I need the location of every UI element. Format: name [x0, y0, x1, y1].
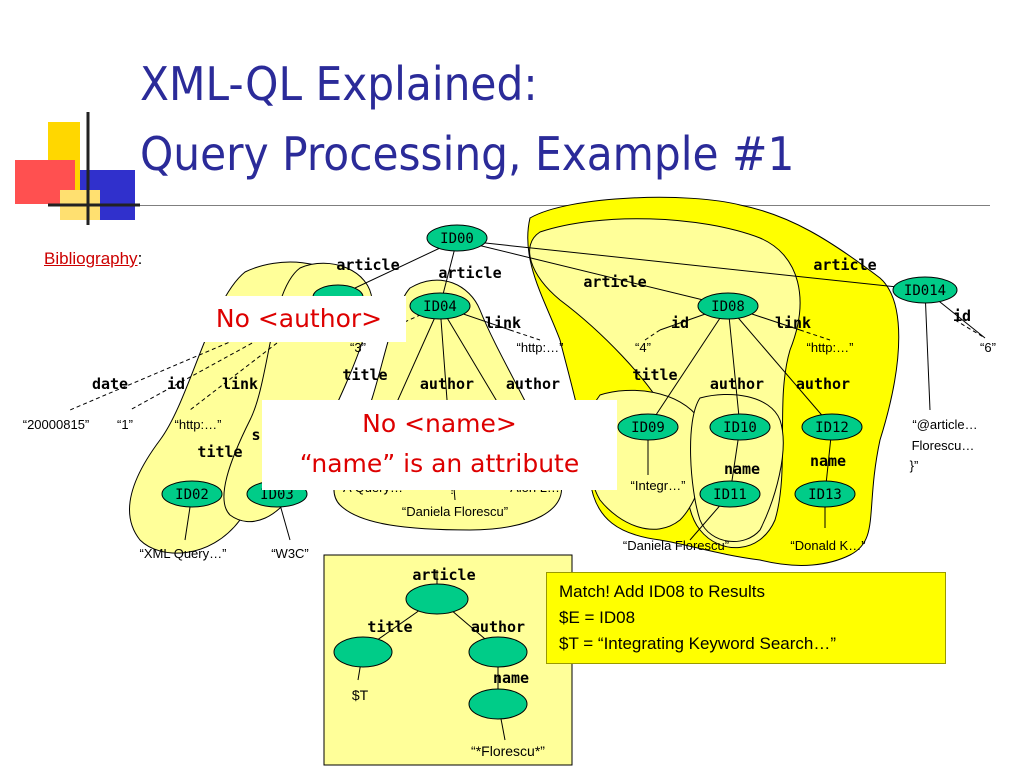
no-name-line1: No <name>	[362, 409, 517, 438]
title-underline	[60, 205, 990, 206]
no-name-callout: No <name> “name” is an attribute	[262, 400, 617, 490]
node-label-id13: ID13	[808, 487, 842, 503]
node-id12	[801, 413, 863, 441]
result-line1: Match! Add ID08 to Results	[559, 582, 765, 601]
result-line2: $E = ID08	[559, 608, 636, 627]
match-result-box: Match! Add ID08 to Results $E = ID08 $T …	[546, 572, 946, 664]
edge-label-author-mid1: author	[420, 375, 474, 393]
edge-label-s-left: s	[251, 426, 260, 444]
value-daniela-mid: “Daniela Florescu”	[402, 504, 508, 519]
value-http-right: “http:…”	[807, 340, 854, 355]
edge-label-title-right: title	[632, 366, 677, 384]
edge-label-author-mid2: author	[506, 375, 560, 393]
value-integr: “Integr…”	[631, 478, 686, 493]
value-4: “4”	[635, 340, 651, 355]
value-id: “1”	[117, 417, 133, 432]
bibliography-colon: :	[137, 249, 143, 268]
edge-id08-id09	[647, 305, 729, 428]
value-3: “3”	[350, 340, 366, 355]
node-label-id10: ID10	[723, 420, 757, 436]
node-label-id014: ID014	[904, 283, 946, 299]
pattern-node-author	[468, 636, 528, 668]
edge-link-http-right	[799, 329, 831, 341]
node-label-id08: ID08	[711, 299, 745, 315]
edge-label-author-right1: author	[710, 375, 764, 393]
edge-label-article-far-right: article	[813, 256, 876, 274]
edge-label-title-mid: title	[342, 366, 387, 384]
pattern-value-florescu: “*Florescu*”	[471, 743, 545, 759]
node-id13	[794, 480, 856, 508]
edge-id-4	[644, 329, 661, 341]
edge-root-left	[337, 239, 458, 297]
edge-label-article-mid: article	[438, 264, 501, 282]
node-label-id02: ID02	[175, 487, 209, 503]
pattern-node-article	[405, 583, 469, 615]
edge-id08-id12	[727, 305, 833, 428]
bibliography-label: Bibliography:	[44, 249, 142, 269]
edge-label-article-center: article	[583, 273, 646, 291]
value-donald: “Donald K…”	[790, 538, 865, 553]
node-id11	[699, 480, 761, 508]
edge-root-id014	[456, 239, 926, 291]
no-name-line2: “name” is an attribute	[299, 449, 580, 478]
value-article-1: “@article…	[912, 417, 977, 432]
edge-label-link-right: link	[775, 314, 811, 332]
bibliography-link[interactable]: Bibliography	[44, 249, 138, 268]
node-id04	[409, 292, 471, 320]
query-pattern: article title author name $T “*Florescu*…	[323, 554, 573, 766]
node-label-id04: ID04	[423, 299, 457, 315]
no-author-callout: No <author>	[192, 296, 406, 342]
node-label-id12: ID12	[815, 420, 849, 436]
value-date: “20000815”	[23, 417, 90, 432]
edge-label-date: date	[92, 375, 128, 393]
edge-label-link-left: link	[222, 375, 258, 393]
edge-link-http	[509, 329, 541, 341]
edge-label-link-mid: link	[485, 314, 521, 332]
node-id10	[709, 413, 771, 441]
pattern-label-name: name	[493, 669, 529, 687]
edge-id014-article	[924, 289, 931, 411]
value-article-2: Florescu…	[912, 438, 975, 453]
value-w3c: “W3C”	[271, 546, 309, 561]
pattern-label-author: author	[471, 618, 525, 636]
value-6: “6”	[980, 340, 996, 355]
edge-label-name-right2: name	[810, 452, 846, 470]
edge-label-title-left: title	[197, 443, 242, 461]
edge-label-id-left: id	[167, 375, 185, 393]
node-label-id00: ID00	[440, 231, 474, 247]
node-label-id09: ID09	[631, 420, 665, 436]
edge-label-author-right2: author	[796, 375, 850, 393]
pattern-label-title: title	[367, 618, 412, 636]
edge-label-name-right1: name	[724, 460, 760, 478]
node-id02	[161, 480, 223, 508]
slide-title-line1: XML-QL Explained:	[140, 57, 538, 111]
edge-id-6	[954, 319, 986, 339]
edge-label-article-left: article	[336, 256, 399, 274]
edge-left-id	[129, 295, 339, 411]
pattern-node-title	[333, 636, 393, 668]
node-id014	[892, 276, 958, 304]
pattern-label-article: article	[412, 566, 475, 584]
value-article-3: }”	[910, 458, 919, 473]
node-label-id03: ID03	[260, 487, 294, 503]
pattern-node-name	[468, 688, 528, 720]
edge-label-id-far-right: id	[953, 307, 971, 325]
node-id00	[426, 224, 488, 252]
edge-label-id-right: id	[671, 314, 689, 332]
slide-logo-icon	[15, 112, 140, 225]
value-http-left: “http:…”	[175, 417, 222, 432]
result-line3: $T = “Integrating Keyword Search…”	[559, 634, 837, 653]
value-xmlquery: “XML Query…”	[140, 546, 227, 561]
value-http-mid: “http:…”	[517, 340, 564, 355]
value-daniela-right: “Daniela Florescu”	[623, 538, 729, 553]
pattern-var-t: $T	[352, 687, 369, 703]
node-label-id11: ID11	[713, 487, 747, 503]
node-id08	[697, 292, 759, 320]
node-id09	[617, 413, 679, 441]
slide-title-line2: Query Processing, Example #1	[140, 127, 795, 181]
edge-id08-id10	[727, 305, 741, 428]
edge-root-id08	[456, 239, 729, 307]
